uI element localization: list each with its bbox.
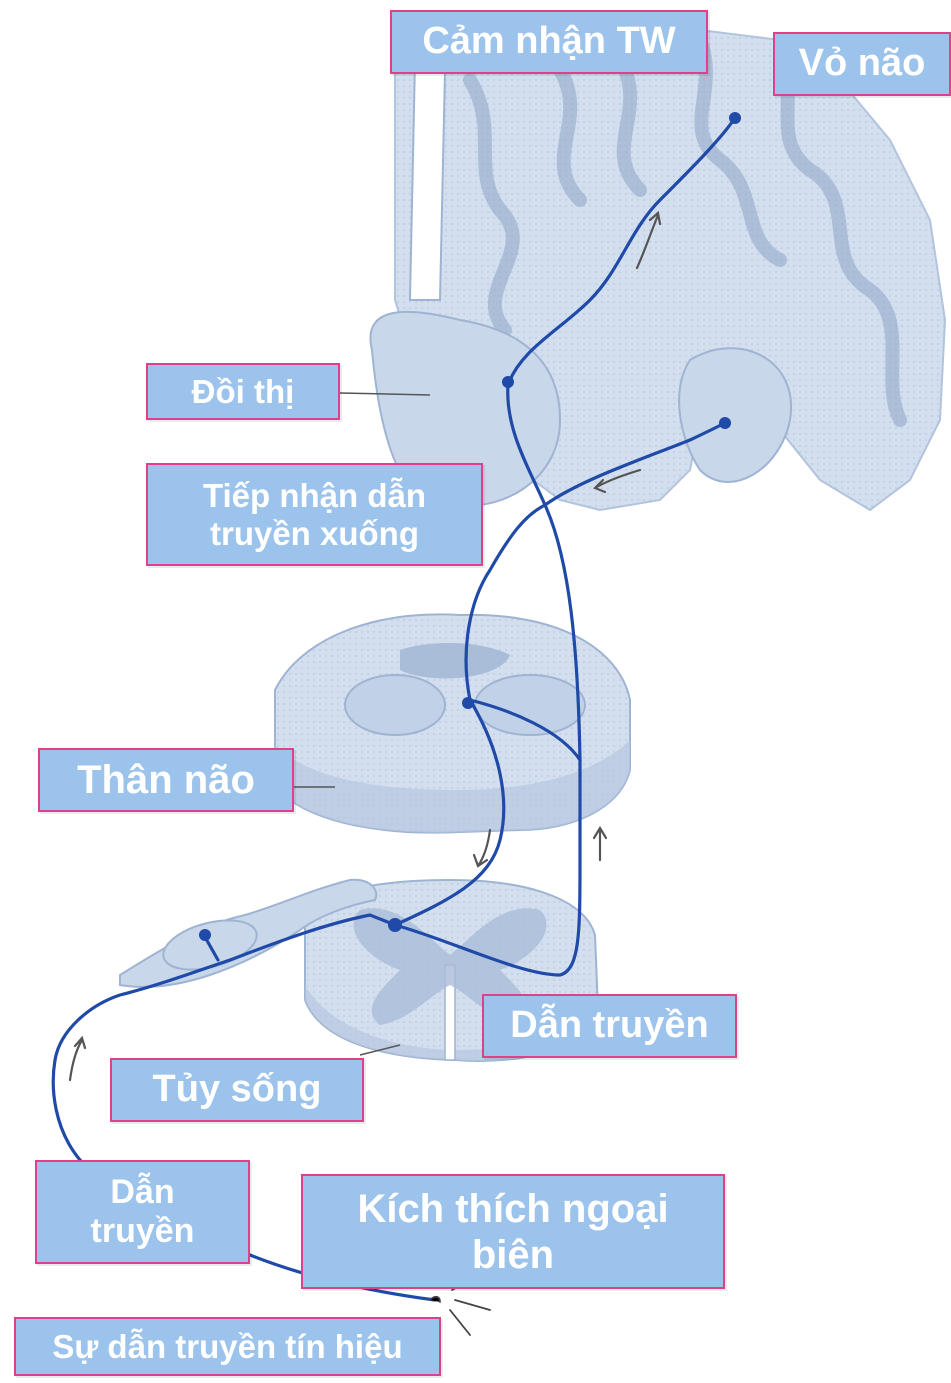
label-tiep-nhan: Tiếp nhận dẫn truyền xuống bbox=[146, 463, 483, 566]
arrow-brainstem-down bbox=[474, 830, 490, 866]
label-kich-thich: Kích thích ngoại biên bbox=[301, 1174, 725, 1289]
brain-illustration bbox=[370, 30, 945, 510]
arrow-peripheral-up bbox=[70, 1038, 85, 1080]
synapse-ganglion bbox=[199, 929, 211, 941]
brainstem-illustration bbox=[275, 614, 630, 832]
label-dan-truyen-right: Dẫn truyền bbox=[482, 994, 737, 1058]
label-doi-thi: Đồi thị bbox=[146, 363, 340, 420]
arrow-spinal-up bbox=[594, 828, 606, 860]
synapse-thalamus bbox=[502, 376, 514, 388]
synapse-spinal bbox=[388, 918, 402, 932]
ventricle bbox=[410, 60, 445, 300]
synapse-cortex bbox=[729, 112, 741, 124]
label-vo-nao: Vỏ não bbox=[773, 32, 951, 96]
temporal-lobe bbox=[679, 348, 791, 482]
synapse-temporal bbox=[719, 417, 731, 429]
label-tuy-song: Tủy sống bbox=[110, 1058, 364, 1122]
label-su-dan-truyen: Sự dẫn truyền tín hiệu bbox=[14, 1317, 441, 1376]
synapse-brainstem bbox=[462, 697, 474, 709]
label-dan-truyen-left: Dẫn truyền bbox=[35, 1160, 250, 1264]
label-than-nao: Thân não bbox=[38, 748, 294, 812]
label-cam-nhan-tw: Cảm nhận TW bbox=[390, 10, 708, 74]
